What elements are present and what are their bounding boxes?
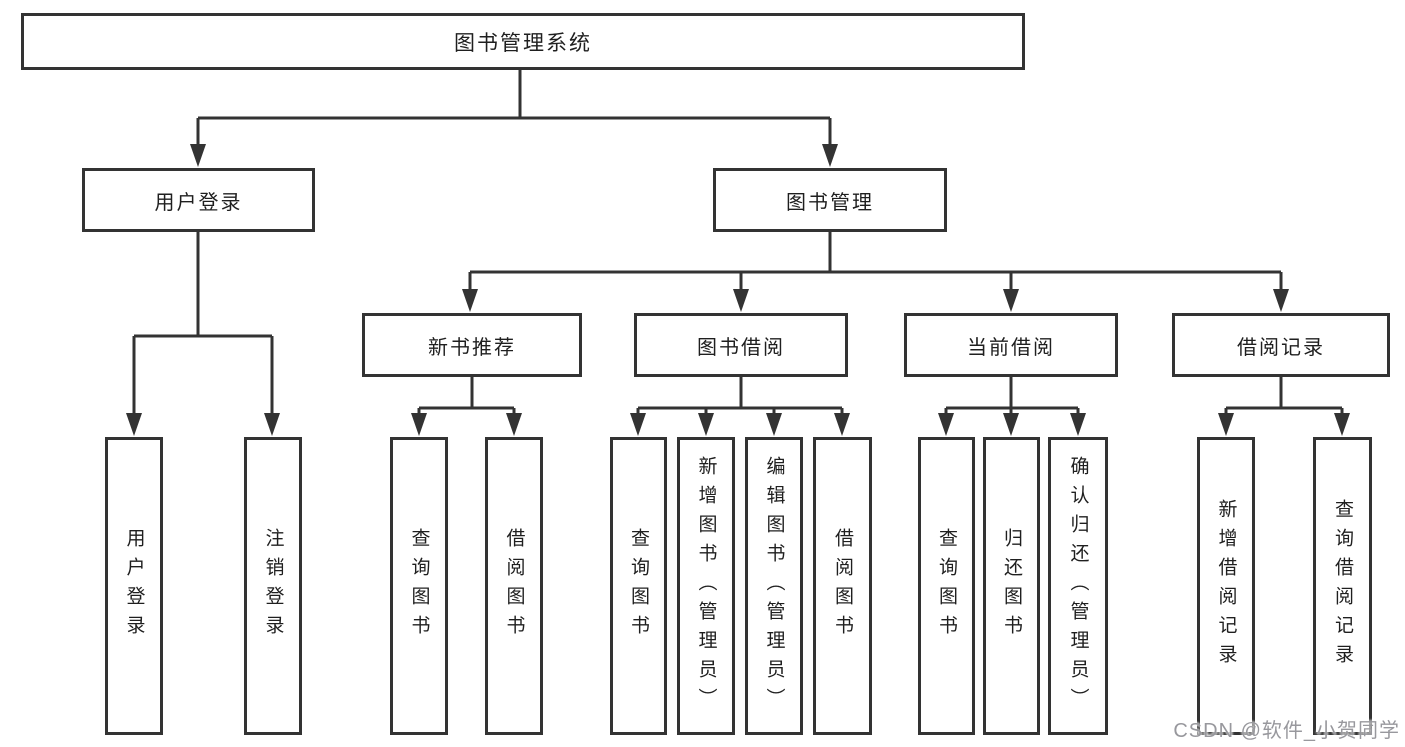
leaf-borrow-books-recommend: 借阅图书 [485,437,543,735]
leaf-query-books-borrow: 查询图书 [610,437,667,735]
node-user-login: 用户登录 [82,168,315,232]
leaf-return-book: 归还图书 [983,437,1040,735]
node-current-borrow: 当前借阅 [904,313,1118,377]
node-system-root: 图书管理系统 [21,13,1025,70]
leaf-add-borrow-record: 新增借阅记录 [1197,437,1255,735]
csdn-watermark: CSDN @软件_小贺同学 [1173,720,1400,742]
leaf-add-book-admin: 新增图书（管理员） [677,437,735,735]
leaf-edit-book-admin: 编辑图书（管理员） [745,437,803,735]
leaf-user-login: 用户登录 [105,437,163,735]
node-book-management: 图书管理 [713,168,947,232]
leaf-confirm-return-admin: 确认归还（管理员） [1048,437,1108,735]
node-new-book-recommend: 新书推荐 [362,313,582,377]
leaf-query-borrow-record: 查询借阅记录 [1313,437,1372,735]
node-book-borrow: 图书借阅 [634,313,848,377]
leaf-borrow-books: 借阅图书 [813,437,872,735]
leaf-query-books-current: 查询图书 [918,437,975,735]
arrowhead-icons [126,144,1350,436]
leaf-query-books-recommend: 查询图书 [390,437,448,735]
node-borrow-records: 借阅记录 [1172,313,1390,377]
leaf-logout: 注销登录 [244,437,302,735]
